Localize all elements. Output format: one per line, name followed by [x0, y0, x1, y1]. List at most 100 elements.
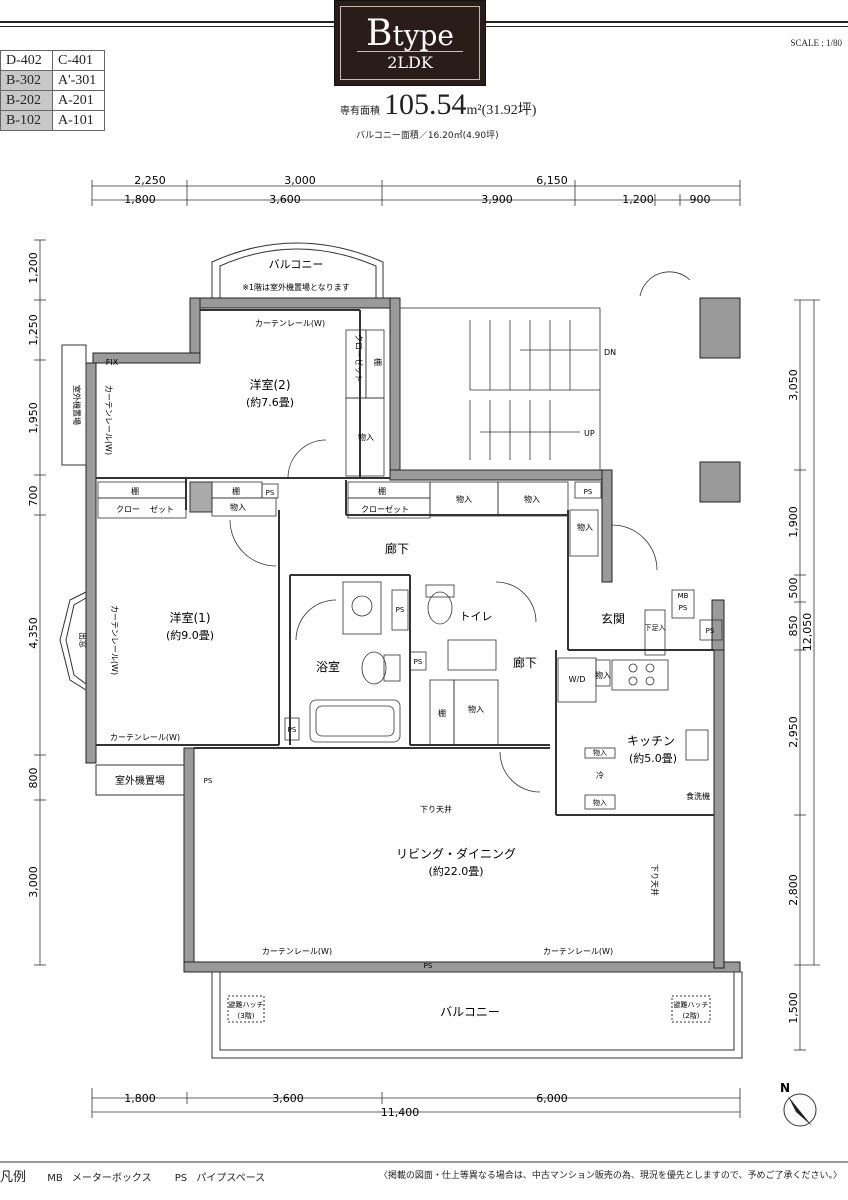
dim-label: 1,800 [124, 193, 156, 206]
area-label: 専有面積 [340, 106, 380, 117]
storage-label: 物入 [358, 432, 374, 442]
dim-label: 1,800 [124, 1092, 156, 1105]
type-letter: B [365, 13, 393, 54]
storage-label: 物入 [524, 494, 540, 504]
dim-total-label: 12,050 [801, 613, 814, 652]
legend-ps-code: PS [174, 1173, 188, 1184]
unit-cell: B-302 [0, 70, 53, 91]
hatch-right-label: 避難ハッチ [674, 1000, 709, 1009]
balcony-top-label: バルコニー [269, 258, 324, 271]
dim-label: 3,000 [27, 866, 40, 898]
shelf-label: 棚 [232, 486, 240, 496]
curtain-rail-label: カーテンレール(W) [104, 385, 113, 455]
dim-label: 900 [690, 193, 711, 206]
hatch-right-floor: (2階) [683, 1011, 700, 1020]
kitchen-label: キッチン [627, 734, 675, 748]
area-value: 105.54 [384, 88, 467, 121]
soffit-label: 下り天井 [650, 864, 660, 896]
balcony-top-note: ※1階は室外機置場となります [242, 282, 350, 292]
legend-mb-code: MB [47, 1173, 63, 1184]
shelf-label: 棚 [438, 708, 446, 718]
mb-label: MB [678, 592, 689, 600]
closet-label: クロー [116, 505, 140, 514]
layout-label: 2LDK [387, 53, 433, 72]
legend: 凡例 MB メーターボックス PS パイプスペース [0, 1166, 271, 1185]
area-unit: m² [466, 103, 482, 118]
curtain-rail-label: カーテンレール(W) [262, 947, 332, 956]
shoebox-label: 下足入 [645, 624, 666, 632]
hatch-left-floor: (3階) [238, 1011, 255, 1020]
hatch-left-label: 避難ハッチ [229, 1000, 264, 1009]
storage-label: 物入 [468, 704, 484, 714]
living-label: リビング・ダイニング [396, 846, 516, 861]
dim-label: 3,000 [284, 174, 316, 187]
dim-total-label: 11,400 [381, 1106, 420, 1119]
dim-label: 500 [787, 578, 800, 599]
dim-label: 700 [27, 486, 40, 507]
top-balcony [211, 242, 384, 300]
bottom-dimension-lines [91, 1088, 741, 1118]
ps-label: PS [706, 627, 715, 635]
bottom-balcony [211, 971, 743, 1059]
dim-label: 2,250 [134, 174, 166, 187]
exterior-walls [85, 297, 741, 973]
left-dimension-lines [34, 239, 46, 966]
dishwasher-label: 食洗機 [686, 791, 710, 801]
fix-label: FIX [106, 358, 119, 367]
legend-ps-label: パイプスペース [196, 1173, 266, 1184]
type-title-box: Btype 2LDK [334, 0, 486, 86]
balcony-bottom-label: バルコニー [440, 1005, 500, 1019]
storage-label: 物入 [593, 798, 607, 807]
room-labels: 洋室(2) (約7.6畳) 洋室(1) (約9.0畳) 廊下 廊下 玄関 トイレ… [166, 377, 677, 878]
bath-label: 浴室 [316, 659, 340, 674]
ps-label: PS [414, 658, 423, 666]
compass-north-label: N [780, 1081, 790, 1095]
top-dimension-lines [91, 180, 741, 206]
storage-label: 物入 [593, 748, 607, 757]
door-swings [229, 271, 691, 793]
outdoor-unit-left-box [61, 344, 87, 466]
dim-label: 6,000 [536, 1092, 568, 1105]
washer-dryer-label: W/D [569, 675, 586, 684]
curtain-rail-label: カーテンレール(W) [110, 605, 119, 675]
curtain-rail-labels: カーテンレール(W) カーテンレール(W) カーテンレール(W) カーテンレール… [110, 319, 613, 956]
stairs-down-label: DN [604, 348, 616, 357]
left-dimension-labels: 1,200 1,250 1,950 700 4,350 800 3,000 [27, 252, 40, 898]
sanitary-fixtures [309, 581, 709, 761]
closet-label: クローゼット [361, 504, 409, 514]
dim-label: 1,950 [27, 402, 40, 434]
living-size: (約22.0畳) [428, 864, 483, 878]
shelf-label: 棚 [378, 486, 386, 496]
stairs-up-label: UP [584, 429, 595, 438]
type-word: type [392, 19, 455, 52]
fridge-label: 冷 [596, 770, 604, 780]
dim-label: 3,050 [787, 369, 800, 401]
ps-label: PS [396, 606, 405, 614]
ps-label: PS [679, 604, 688, 612]
storage-label: 物入 [577, 522, 593, 532]
right-dimension-lines [794, 299, 820, 1051]
dim-label: 2,800 [787, 874, 800, 906]
disclaimer-note: 〈掲載の図面・仕上等異なる場合は、中古マンション販売の為、現況を優先としますので… [378, 1171, 842, 1181]
dim-label: 1,200 [622, 193, 654, 206]
curtain-rail-label: カーテンレール(W) [543, 947, 613, 956]
shelf-label: 棚 [373, 358, 383, 366]
dim-label: 3,600 [272, 1092, 304, 1105]
soffit-label: 下り天井 [420, 804, 452, 814]
closet-label: クローゼット [354, 334, 364, 382]
ps-label: PS [424, 962, 433, 970]
curtain-rail-label: カーテンレール(W) [110, 733, 180, 742]
room-western2-size: (約7.6畳) [246, 395, 294, 409]
unit-cell: A'-301 [52, 70, 105, 91]
hatch-left-box [227, 995, 265, 1023]
fixture-labels: 棚 クロー ゼット 棚 物入 PS 棚 クローゼット 物入 物入 PS 物入 物… [116, 432, 715, 970]
dim-label: 1,900 [787, 506, 800, 538]
dim-label: 1,500 [787, 992, 800, 1024]
bay-window [59, 591, 87, 691]
entrance-label: 玄関 [601, 611, 625, 626]
